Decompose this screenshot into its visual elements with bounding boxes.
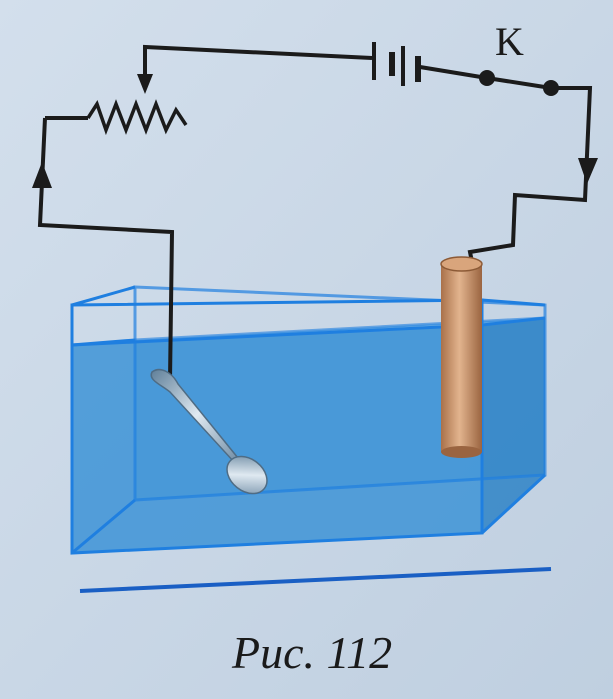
rheostat-slider-arrow bbox=[137, 74, 153, 94]
rheostat-resistor bbox=[86, 99, 188, 136]
switch-label: K bbox=[495, 19, 524, 64]
tank-outline bbox=[70, 285, 547, 555]
caption-rule bbox=[79, 567, 552, 593]
battery-symbol bbox=[372, 42, 421, 86]
switch-contact-right bbox=[543, 80, 559, 96]
spoon-electrode bbox=[150, 368, 268, 495]
copper-rod-electrode bbox=[440, 256, 483, 458]
figure-caption: Рис. 112 bbox=[231, 627, 392, 678]
current-arrow-right bbox=[578, 158, 598, 184]
switch-contact-left bbox=[479, 70, 495, 86]
current-arrow-left bbox=[32, 162, 52, 188]
